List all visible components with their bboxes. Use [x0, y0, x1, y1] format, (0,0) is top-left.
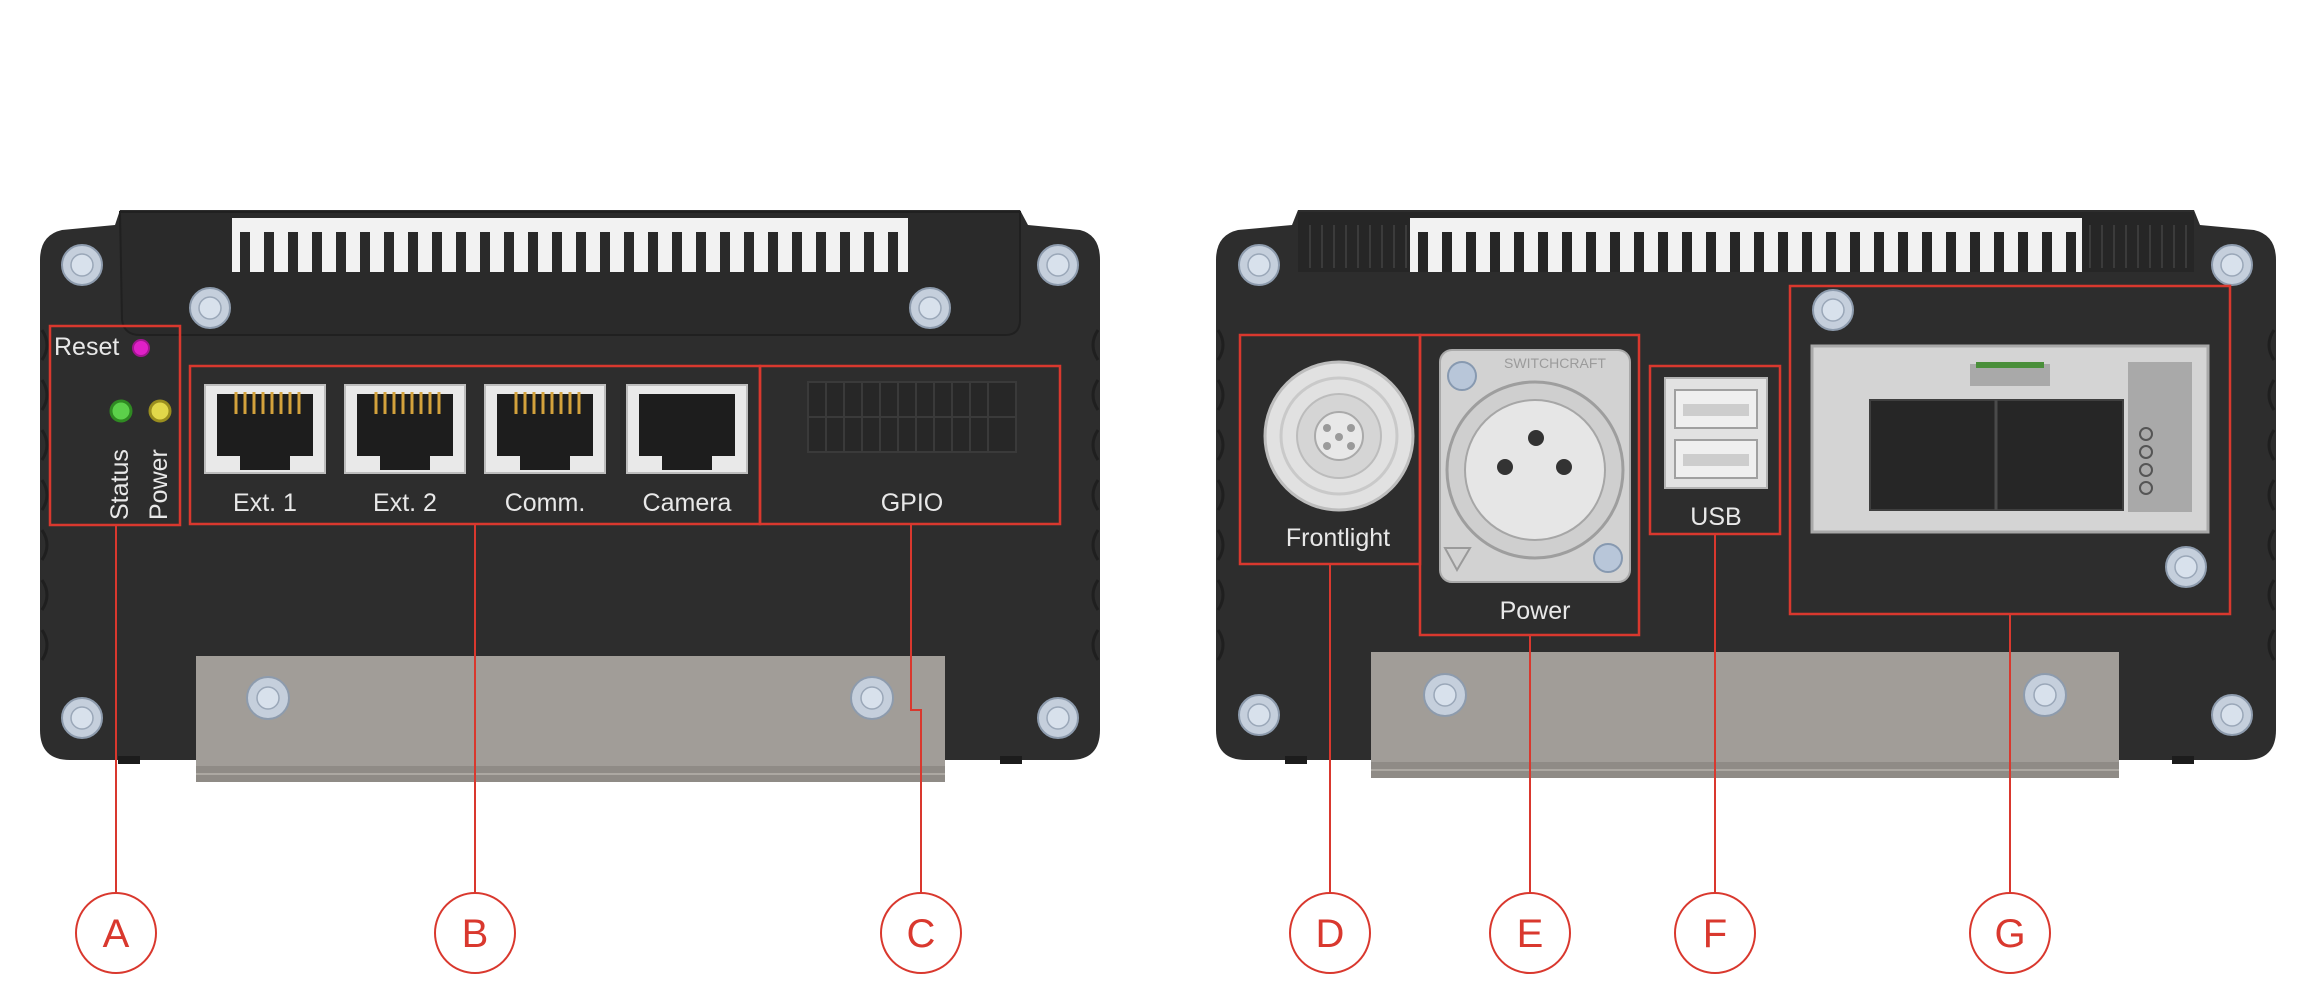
callout-g-circle: [1969, 892, 2051, 974]
right-fin-gaps: [1418, 232, 2076, 272]
callout-d: D: [1316, 912, 1345, 956]
port-ext2-jack[interactable]: [344, 384, 466, 474]
left-foot-2: [1000, 756, 1022, 764]
module-led-indicators: [2139, 427, 2153, 495]
right-device: Frontlight SWITCHCRAFT Power USB: [1216, 210, 2276, 778]
callout-g: G: [1994, 912, 2025, 956]
right-screws: [1238, 244, 2253, 736]
callout-b: B: [462, 912, 489, 956]
callout-c-circle: [880, 892, 962, 974]
right-vents: [1309, 225, 2187, 268]
left-screws: [61, 244, 1079, 739]
port-ext1-label: Ext. 1: [233, 489, 297, 517]
callout-f: F: [1703, 912, 1727, 956]
power-connector-screw-bottom: [1593, 543, 1623, 573]
status-label: Status: [106, 449, 134, 520]
callout-f-circle: [1674, 892, 1756, 974]
right-foot-2: [2172, 756, 2194, 764]
power-label: Power: [145, 449, 173, 520]
callout-d-circle: [1289, 892, 1371, 974]
usb-label: USB: [1690, 503, 1741, 531]
frontlight-connector[interactable]: [1263, 360, 1415, 512]
module-screws: [1812, 289, 2207, 588]
right-side-ribs: [1216, 329, 2276, 661]
left-foot-1: [118, 756, 140, 764]
left-device: Reset Status Power: [40, 210, 1100, 782]
callout-e: E: [1517, 912, 1544, 956]
reset-label: Reset: [54, 333, 119, 361]
power-led: [148, 399, 172, 423]
left-bracket-screws: [246, 676, 894, 720]
reset-led[interactable]: [132, 339, 150, 357]
callout-a-circle: [75, 892, 157, 974]
callout-e-circle: [1489, 892, 1571, 974]
right-heatsink-fins: [1410, 218, 2082, 272]
power-xlr-connector[interactable]: [1439, 349, 1631, 583]
port-comm-jack[interactable]: [484, 384, 606, 474]
status-led: [109, 399, 133, 423]
left-side-ribs: [40, 329, 1100, 661]
left-fin-gaps: [240, 232, 898, 272]
port-ext1-jack[interactable]: [204, 384, 326, 474]
power-connector-screw-top: [1447, 361, 1477, 391]
callout-a: A: [103, 912, 130, 956]
left-housing: [40, 210, 1100, 760]
leader-c: [910, 524, 922, 905]
left-heatsink-fins: [232, 218, 908, 272]
port-comm-label: Comm.: [505, 489, 586, 517]
power-connector-label: Power: [1500, 597, 1571, 625]
callouts: A B C D E F G: [75, 892, 2051, 974]
callout-b-circle: [434, 892, 516, 974]
right-mount-bracket: [1371, 652, 2119, 778]
port-camera-label: Camera: [643, 489, 732, 517]
connector-brand: SWITCHCRAFT: [1504, 355, 1606, 371]
usb-port[interactable]: [1664, 377, 1768, 489]
leader-lines: [115, 524, 2011, 905]
callout-c: C: [907, 912, 936, 956]
right-bracket-screws: [1423, 673, 2067, 717]
right-foot-1: [1285, 756, 1307, 764]
port-ext2-label: Ext. 2: [373, 489, 437, 517]
port-camera-jack[interactable]: [626, 384, 748, 474]
gpio-label: GPIO: [881, 489, 944, 517]
network-module[interactable]: [1810, 344, 2210, 534]
gpio-terminal-block[interactable]: [807, 381, 1017, 453]
frontlight-label: Frontlight: [1286, 524, 1390, 552]
left-mount-bracket: [196, 656, 945, 782]
